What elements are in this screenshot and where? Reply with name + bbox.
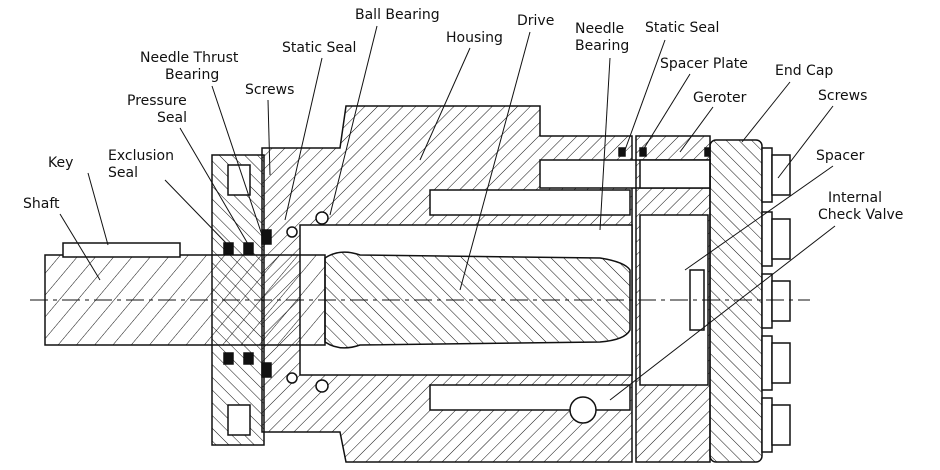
label-ball-bearing: Ball Bearing	[355, 7, 440, 23]
label-line: Needle Thrust	[140, 50, 239, 66]
label-screws-left: Screws	[245, 82, 295, 98]
label-line: Bearing	[575, 38, 630, 54]
label-static-seal-left: Static Seal	[282, 40, 357, 56]
check-valve-ball	[569, 396, 597, 424]
seals	[223, 147, 711, 378]
label-line: Bearing	[165, 67, 220, 83]
front-screw-head	[227, 404, 251, 436]
end-cap-screws	[761, 147, 791, 453]
label-line: Pressure	[127, 93, 187, 109]
label-line: Exclusion	[108, 148, 174, 164]
label-line: Check Valve	[818, 207, 904, 223]
leader-lines	[59, 25, 836, 401]
key	[62, 242, 181, 258]
label-spacer-plate: Spacer Plate	[660, 56, 748, 72]
label-screws-right: Screws	[818, 88, 868, 104]
drive	[324, 251, 631, 349]
label-geroter: Geroter	[693, 90, 747, 106]
label-spacer: Spacer	[816, 148, 865, 164]
label-key: Key	[48, 155, 74, 171]
label-line: Needle	[575, 21, 625, 37]
label-static-seal-right: Static Seal	[645, 20, 720, 36]
ball-bearing	[286, 211, 329, 393]
label-line: Seal	[157, 110, 187, 126]
label-line: Internal	[828, 190, 882, 206]
end-cap	[709, 139, 763, 463]
label-shaft: Shaft	[23, 196, 60, 212]
label-end-cap: End Cap	[775, 63, 834, 79]
label-drive: Drive	[517, 13, 555, 29]
label-housing: Housing	[446, 30, 503, 46]
label-line: Seal	[108, 165, 138, 181]
